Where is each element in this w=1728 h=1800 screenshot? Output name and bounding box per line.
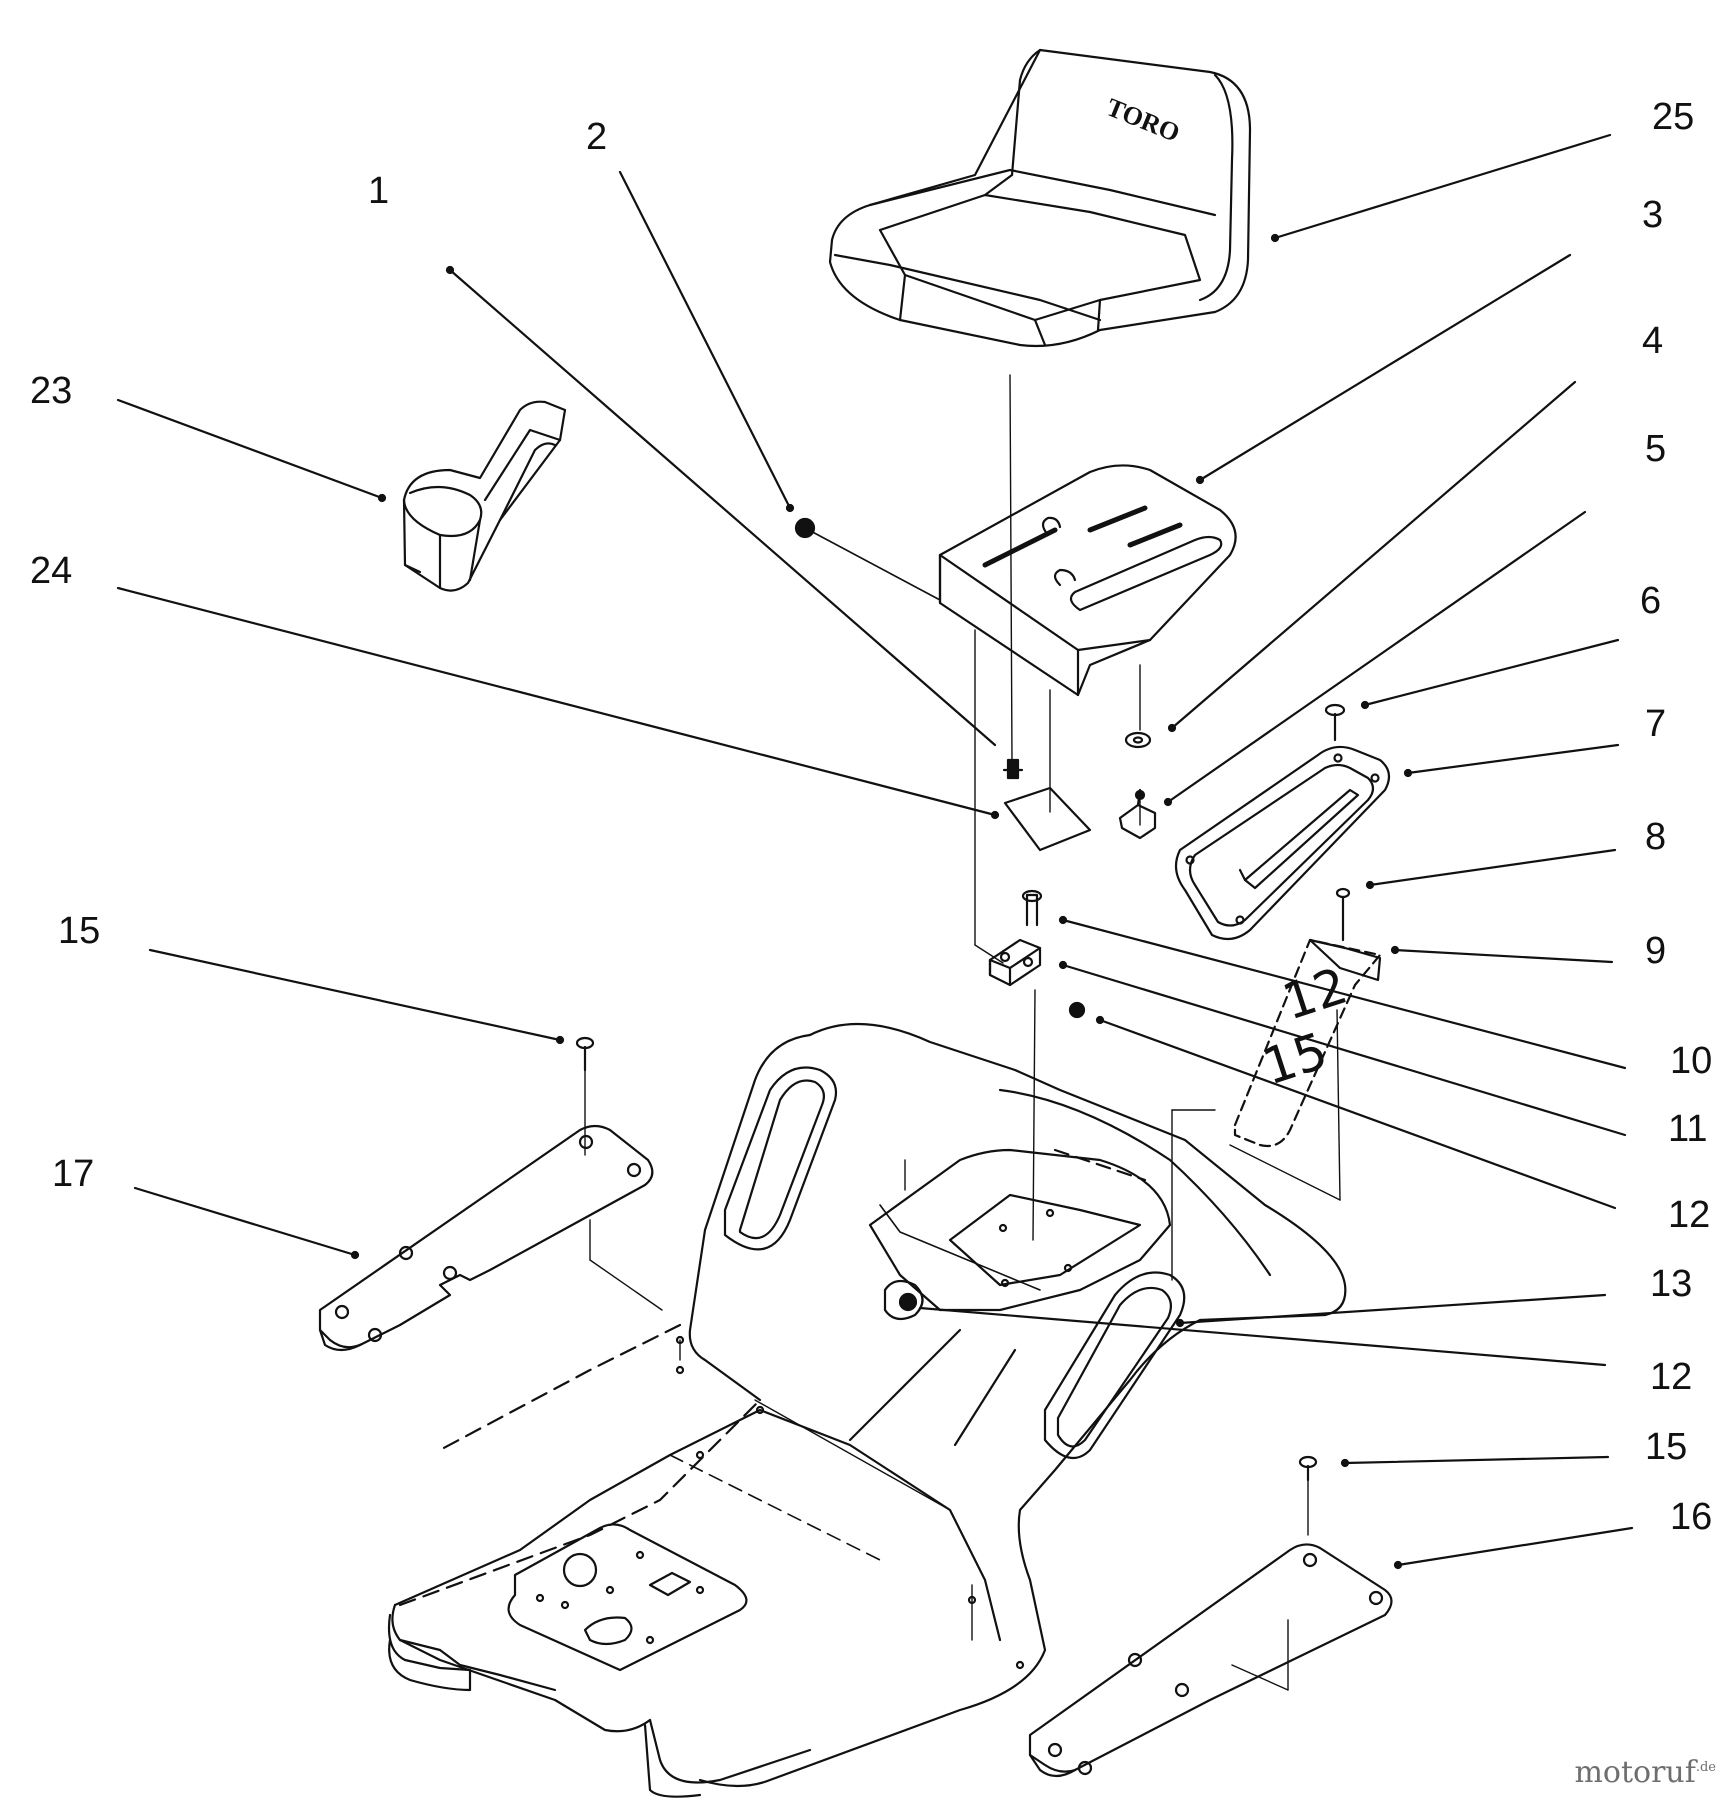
seat-mounting-plate bbox=[938, 464, 1237, 697]
seat-brand-text: TORO bbox=[1102, 92, 1183, 147]
watermark-suffix: .de bbox=[1695, 1760, 1716, 1775]
label-part-11: 11 bbox=[1668, 1108, 1708, 1150]
label-part-17: 17 bbox=[52, 1153, 95, 1195]
label-part-4: 4 bbox=[1642, 320, 1664, 362]
label-part-16: 16 bbox=[1670, 1496, 1713, 1538]
label-part-24: 24 bbox=[30, 550, 73, 592]
fender-body bbox=[387, 1022, 1347, 1798]
label-part-12-upper: 12 bbox=[1668, 1194, 1711, 1236]
watermark: motoruf.de bbox=[1574, 1755, 1716, 1790]
leader-lines bbox=[116, 133, 1634, 1570]
cup-holder bbox=[402, 400, 567, 592]
label-part-25: 25 bbox=[1652, 96, 1695, 138]
pad bbox=[1003, 786, 1092, 852]
left-floor-plate bbox=[318, 1124, 654, 1352]
label-part-12-lower: 12 bbox=[1650, 1356, 1693, 1398]
label-part-15-upper: 15 bbox=[58, 910, 101, 952]
label-part-23: 23 bbox=[30, 370, 73, 412]
label-part-6: 6 bbox=[1640, 580, 1662, 622]
cover-plate bbox=[1174, 745, 1391, 941]
seat: TORO bbox=[828, 48, 1252, 348]
label-part-7: 7 bbox=[1645, 703, 1667, 745]
label-part-10: 10 bbox=[1670, 1040, 1713, 1082]
svg-text:15: 15 bbox=[1256, 1022, 1334, 1097]
watermark-main: motoruf bbox=[1574, 1755, 1696, 1790]
label-part-9: 9 bbox=[1645, 930, 1667, 972]
label-part-8: 8 bbox=[1645, 816, 1667, 858]
label-part-15-lower: 15 bbox=[1645, 1426, 1688, 1468]
right-floor-plate bbox=[1028, 1543, 1393, 1778]
label-part-1: 1 bbox=[368, 170, 390, 212]
label-part-2: 2 bbox=[586, 116, 608, 158]
label-part-13: 13 bbox=[1650, 1263, 1693, 1305]
label-part-5: 5 bbox=[1645, 428, 1667, 470]
label-part-3: 3 bbox=[1642, 194, 1664, 236]
hardware bbox=[575, 517, 1351, 1482]
assembly-lines bbox=[584, 374, 1341, 1691]
